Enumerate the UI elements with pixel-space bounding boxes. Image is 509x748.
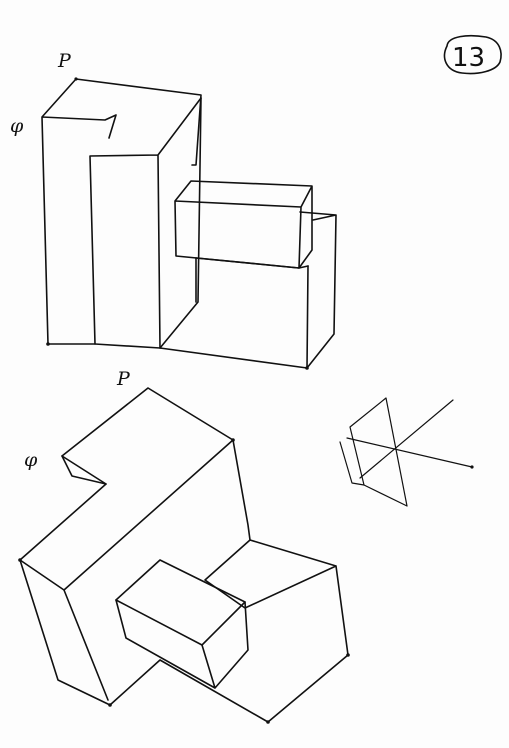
label-phi-bottom: φ (24, 449, 38, 471)
notch (61, 455, 107, 485)
front-pillar (89, 97, 202, 349)
vertex-dot (231, 438, 235, 442)
top-elevation-sketch: P φ (10, 50, 337, 370)
inclined-plane (349, 397, 408, 507)
label-p-bottom: P (116, 368, 131, 390)
page-number-circle (443, 34, 502, 75)
right-face (232, 439, 251, 541)
vertex-dot (108, 703, 112, 707)
axis-line-diagonal (359, 399, 454, 479)
right-box (195, 211, 337, 369)
axis-end-dot (470, 465, 474, 469)
lower-box (204, 539, 349, 723)
page-number-badge: 13 (443, 34, 502, 75)
top-face (19, 387, 234, 591)
floating-bar (174, 180, 313, 269)
axis-line-horizontal (346, 437, 473, 468)
axis-plane-sketch (339, 397, 474, 507)
base-line (47, 343, 308, 369)
lower-box-bottom (109, 659, 269, 723)
left-faces (19, 559, 111, 706)
label-p-top: P (57, 50, 72, 72)
bottom-isometric-sketch: P φ (18, 368, 350, 724)
vertex-dot (74, 77, 78, 81)
tall-block-outline (41, 78, 202, 345)
iso-bar-top (115, 559, 246, 646)
vertex-dot (305, 366, 309, 370)
label-phi-top: φ (10, 115, 24, 137)
vertical-plane (339, 441, 365, 486)
iso-bar-sides (115, 599, 249, 689)
vertex-dot (18, 558, 22, 562)
vertex-dot (346, 653, 350, 657)
vertex-dot (266, 720, 270, 724)
page-number: 13 (452, 43, 485, 73)
bar-lower-edge (195, 257, 309, 269)
vertex-dot (46, 342, 50, 346)
pillar-side (159, 97, 202, 349)
